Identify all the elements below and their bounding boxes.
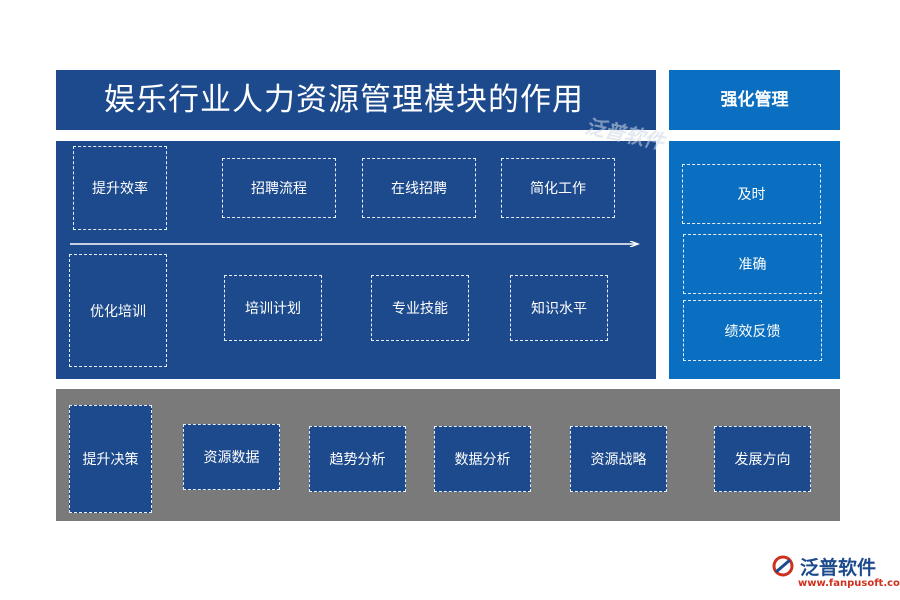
page-title: 娱乐行业人力资源管理模块的作用 (56, 70, 656, 130)
fanpu-logo-icon (772, 555, 794, 577)
training-label: 优化培训 (69, 254, 167, 367)
right-panel (669, 141, 840, 379)
main-panel (56, 141, 656, 379)
logo-name: 泛普软件 (800, 557, 877, 579)
bottom-node-trend-analysis: 趋势分析 (309, 426, 406, 492)
decision-label: 提升决策 (69, 405, 152, 513)
bottom-node-resource-strategy: 资源战略 (570, 426, 667, 492)
right-item-timely: 及时 (682, 164, 821, 224)
right-item-accurate: 准确 (683, 234, 822, 294)
strengthen-management-header: 强化管理 (669, 70, 840, 130)
process-node-simplify-work: 简化工作 (501, 158, 615, 218)
process-node-online-recruit: 在线招聘 (362, 158, 476, 218)
right-item-performance-feedback: 绩效反馈 (683, 300, 822, 361)
flow-arrow (70, 241, 640, 247)
logo-url: www.fanpusoft.com (798, 578, 900, 589)
bottom-node-development-direction: 发展方向 (714, 426, 811, 492)
process-node-recruit-flow: 招聘流程 (222, 158, 336, 218)
process-node-professional-skill: 专业技能 (371, 275, 469, 341)
process-node-training-plan: 培训计划 (224, 275, 322, 341)
process-node-knowledge-level: 知识水平 (510, 275, 608, 341)
bottom-node-data-analysis: 数据分析 (434, 426, 531, 492)
efficiency-label: 提升效率 (73, 146, 167, 230)
bottom-node-resource-data: 资源数据 (183, 424, 280, 490)
